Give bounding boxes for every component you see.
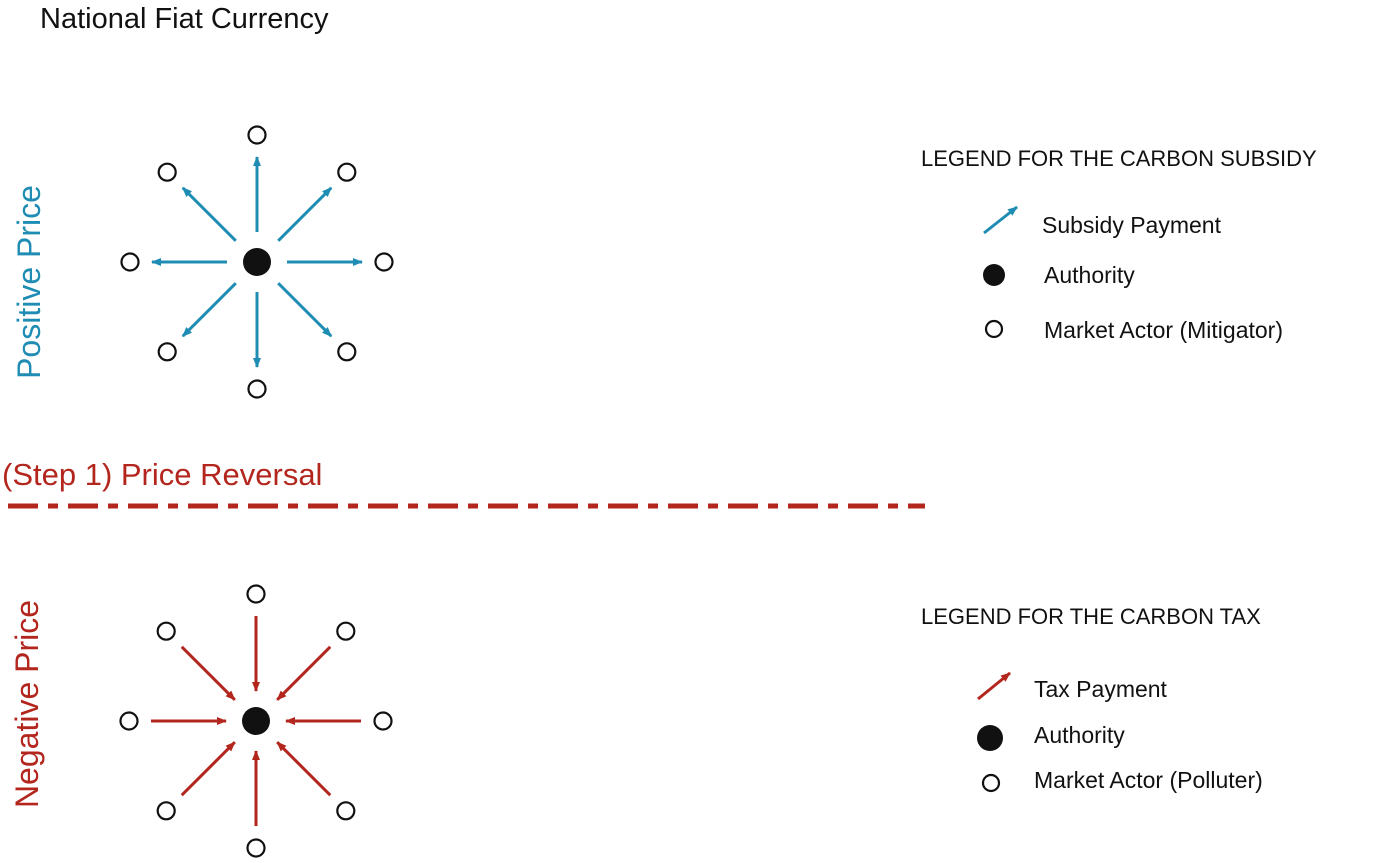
page-title: National Fiat Currency — [40, 3, 329, 35]
market-actor-node-south-west — [156, 801, 176, 821]
market-actor-node-east — [373, 711, 393, 731]
authority-node — [243, 248, 271, 276]
tax-legend-title: LEGEND FOR THE CARBON TAX — [921, 604, 1261, 629]
authority-icon — [977, 725, 1003, 751]
tax-payment-label: Tax Payment — [1034, 676, 1168, 702]
market-actor-node-west — [120, 252, 140, 272]
authority-icon — [983, 264, 1005, 286]
market-actor-node-north — [247, 125, 267, 145]
market-actor-node-west — [119, 711, 139, 731]
payment-arrow-south-east — [277, 282, 333, 338]
subsidy-payment-label: Subsidy Payment — [1042, 212, 1222, 238]
market-actor-node-south — [246, 838, 266, 858]
payment-arrow-south-east — [276, 741, 332, 797]
market-actor-node-south — [247, 379, 267, 399]
subsidy-legend-title: LEGEND FOR THE CARBON SUBSIDY — [921, 146, 1317, 171]
payment-arrow-north-west — [181, 186, 237, 242]
subsidy-payment-arrow-icon — [983, 205, 1018, 235]
market-actor-icon — [984, 319, 1004, 339]
tax-legend: LEGEND FOR THE CARBON TAX Tax Payment Au… — [921, 604, 1263, 793]
market-actor-node-north — [246, 584, 266, 604]
subsidy-hub — [120, 125, 394, 399]
payment-arrow-north-west — [180, 645, 236, 701]
positive-price-label: Positive Price — [11, 185, 47, 379]
authority-node — [242, 707, 270, 735]
payment-arrow-south-west — [180, 741, 236, 797]
price-reversal-label: (Step 1) Price Reversal — [2, 457, 322, 492]
subsidy-authority-label: Authority — [1044, 262, 1135, 288]
negative-price-label: Negative Price — [9, 600, 45, 808]
market-actor-node-south-west — [157, 342, 177, 362]
tax-actor-label: Market Actor (Polluter) — [1034, 767, 1263, 793]
market-actor-node-north-west — [156, 621, 176, 641]
market-actor-node-north-west — [157, 162, 177, 182]
market-actor-node-south-east — [337, 342, 357, 362]
market-actor-node-east — [374, 252, 394, 272]
payment-arrow-north-east — [277, 186, 333, 242]
subsidy-legend: LEGEND FOR THE CARBON SUBSIDY Subsidy Pa… — [921, 146, 1317, 343]
market-actor-icon — [981, 773, 1001, 793]
market-actor-node-north-east — [336, 621, 356, 641]
subsidy-actor-label: Market Actor (Mitigator) — [1044, 317, 1283, 343]
tax-authority-label: Authority — [1034, 722, 1125, 748]
tax-hub — [119, 584, 393, 858]
tax-payment-arrow-icon — [977, 671, 1011, 701]
market-actor-node-north-east — [337, 162, 357, 182]
payment-arrow-south-west — [181, 282, 237, 338]
market-actor-node-south-east — [336, 801, 356, 821]
payment-arrow-north-east — [276, 645, 332, 701]
